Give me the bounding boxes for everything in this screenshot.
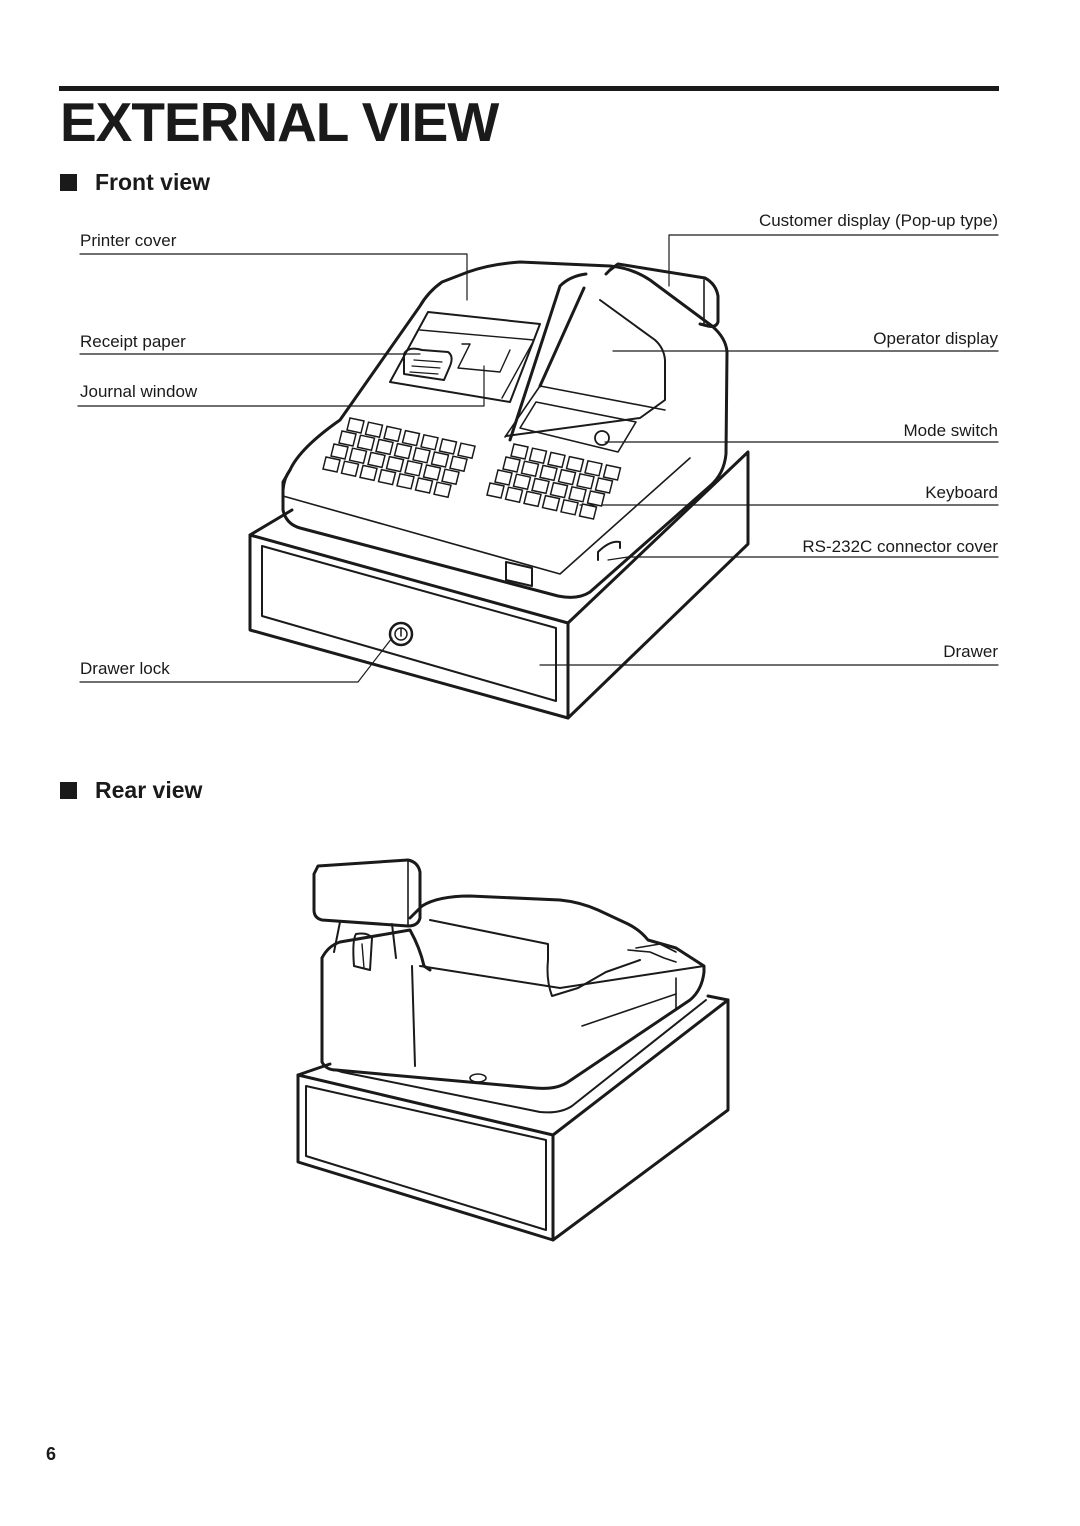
page-title: EXTERNAL VIEW: [60, 91, 499, 153]
label-printer-cover: Printer cover: [80, 231, 177, 250]
label-customer-display: Customer display (Pop-up type): [758, 211, 998, 230]
label-receipt-paper: Receipt paper: [80, 332, 186, 351]
keyboard-key: [404, 459, 423, 477]
label-operator-display: Operator display: [873, 329, 998, 348]
keyboard-keys: [322, 417, 622, 520]
keyboard-key: [385, 455, 405, 473]
keyboard-key: [401, 429, 421, 447]
label-journal-window: Journal window: [80, 382, 198, 401]
keyboard-key: [430, 451, 450, 468]
rear-view-heading-text: Rear view: [95, 777, 203, 803]
square-bullet-icon: [60, 781, 77, 799]
keyboard-key: [346, 417, 365, 434]
keyboard-key: [512, 473, 532, 491]
keyboard-key: [375, 438, 394, 456]
keyboard-key: [504, 486, 524, 504]
keyboard-key: [557, 468, 577, 486]
square-bullet-icon: [60, 173, 77, 191]
keyboard-key: [560, 498, 579, 516]
keyboard-key: [576, 472, 595, 490]
label-mode-switch: Mode switch: [903, 421, 998, 440]
customer-display: [604, 262, 720, 328]
keyboard-key: [510, 443, 529, 460]
keyboard-key: [494, 469, 513, 486]
keyboard-key: [528, 447, 548, 465]
keyboard-key: [549, 481, 569, 499]
keyboard-key: [449, 455, 468, 473]
keyboard-key: [433, 481, 452, 499]
leader-lines: [77, 234, 999, 683]
keyboard-key: [393, 442, 413, 460]
keyboard-key: [383, 425, 402, 443]
keyboard-key: [602, 464, 622, 481]
front-view-illustration: [77, 234, 999, 720]
keyboard-key: [420, 433, 439, 451]
keyboard-key: [330, 443, 349, 460]
keyboard-key: [359, 464, 378, 482]
keyboard-key: [338, 430, 357, 447]
keyboard-key: [584, 459, 603, 477]
register-body: [281, 260, 729, 599]
keyboard-key: [322, 456, 341, 473]
keyboard-key: [520, 460, 540, 478]
keyboard-key: [356, 434, 376, 452]
page-number: 6: [46, 1444, 57, 1464]
rear-view-heading: Rear view: [60, 776, 202, 804]
keyboard-key: [486, 482, 505, 499]
keyboard-key: [531, 477, 550, 495]
keyboard-key: [438, 438, 458, 455]
keyboard-key: [578, 503, 598, 520]
keyboard-key: [565, 455, 585, 473]
label-keyboard: Keyboard: [925, 483, 998, 502]
keyboard-key: [340, 460, 360, 478]
keyboard-key: [348, 447, 368, 465]
label-drawer: Drawer: [943, 642, 998, 661]
label-drawer-lock: Drawer lock: [80, 659, 170, 678]
keyboard-key: [422, 464, 442, 481]
keyboard-key: [441, 468, 460, 486]
keyboard-key: [377, 468, 397, 486]
keyboard-key: [414, 477, 434, 494]
keyboard-key: [539, 464, 558, 482]
rear-view-illustration: [296, 858, 730, 1242]
keyboard-key: [396, 472, 415, 490]
drawer-box: [248, 450, 750, 720]
keyboard-key: [541, 494, 561, 512]
front-view-heading: Front view: [60, 168, 210, 196]
label-rs232c-connector-cover: RS-232C connector cover: [802, 537, 998, 556]
printer-window: [389, 311, 541, 403]
keyboard-key: [547, 451, 566, 469]
keyboard-key: [523, 490, 542, 508]
keyboard-key: [502, 456, 521, 473]
title-rule: [59, 86, 999, 91]
keyboard-key: [367, 451, 386, 469]
keyboard-key: [594, 477, 614, 494]
keyboard-key: [457, 442, 476, 460]
keyboard-key: [586, 490, 606, 507]
front-view-heading-text: Front view: [95, 169, 211, 195]
keyboard-key: [412, 446, 431, 464]
keyboard-key: [568, 485, 587, 503]
keyboard-key: [364, 421, 384, 439]
